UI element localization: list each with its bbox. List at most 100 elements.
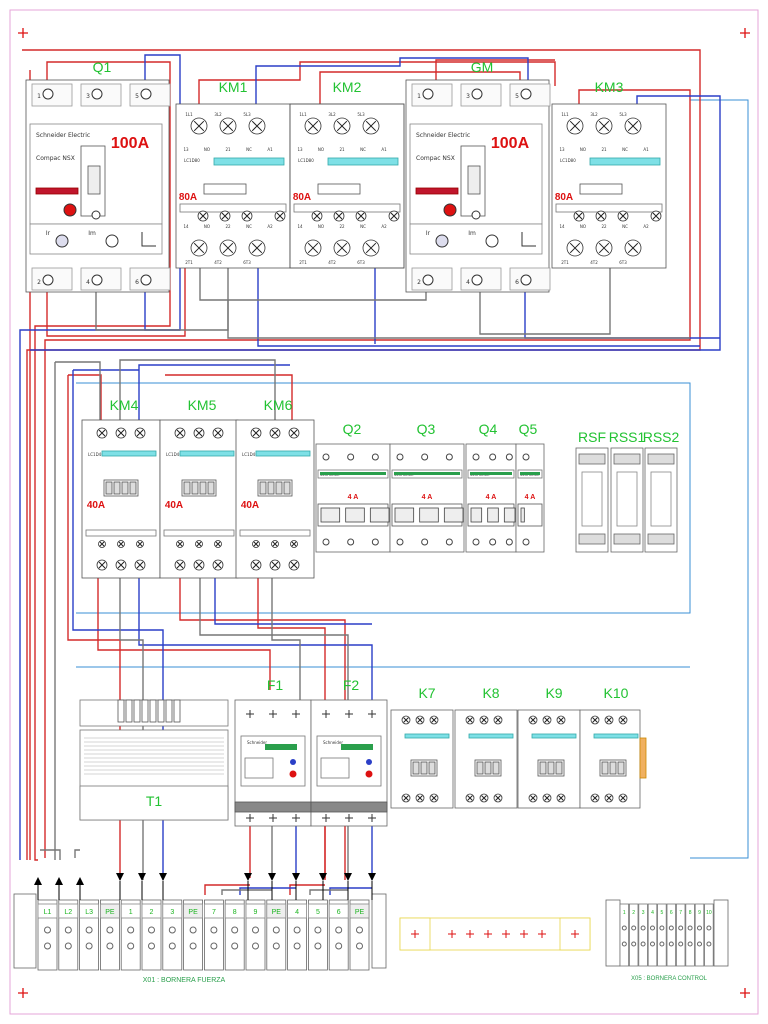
terminal-screw [248,239,266,257]
indicator-strip [468,733,514,739]
terminal-hole [210,942,218,950]
relay-rss1: RSS1 [609,429,645,553]
screw-cross [214,561,222,569]
contactor-label: KM1 [219,79,248,95]
screw-cross [253,541,259,547]
terminal [619,903,630,967]
status-strip [415,187,459,195]
plus-mark [502,930,510,938]
curve-symbol [521,232,536,247]
breaker-label: Q1 [93,59,112,75]
terminal-hole [489,453,497,461]
terminal-hole [678,941,684,947]
im-dial [485,234,499,248]
terminal-hole [650,941,655,947]
indicator-strip [327,157,399,166]
screw-cross [195,429,203,437]
terminal-screw [190,117,208,135]
screw-cross [252,429,260,437]
brand-strip [470,472,512,475]
aux-pin [105,481,113,495]
terminal-number: 1L1 [299,112,307,117]
screw-cross [544,717,550,723]
aux-label: 14 [297,224,303,229]
din-rails [76,99,749,859]
handle [460,145,486,217]
screw-cross [619,212,627,220]
divider-strip [293,203,401,213]
terminal-number: 3L2 [328,112,336,117]
rating-label: 80A [555,192,573,203]
rating-label: 4 A [348,494,359,501]
terminal-screw [415,715,425,725]
terminal-screw [96,559,108,571]
terminal-number: 6 [515,279,519,286]
terminal-screw [176,540,184,548]
screw-cross [403,717,409,723]
terminal-hole [91,88,103,100]
curve-symbol [141,232,156,247]
aux-pin [428,761,436,775]
plus-mark [246,710,254,718]
plus-mark [246,814,254,822]
handle-slot [467,165,481,195]
plus-mark [269,814,277,822]
screw-cross [290,561,298,569]
terminal-screw [566,117,584,135]
aux-label: NC [622,224,628,229]
terminal [694,903,705,967]
test-button [471,210,481,220]
terminal-hole [472,453,480,461]
terminal-hole [293,942,301,950]
terminal-hole [505,538,513,546]
terminal-screw [304,117,322,135]
terminal [685,903,695,967]
mcb-label: Q3 [417,421,436,437]
screw-cross [214,429,222,437]
terminal-number: 6T3 [357,260,365,265]
screw-cross [336,242,348,254]
screw-cross [606,717,612,723]
aux-pin [484,761,492,775]
terminal-hole [44,942,51,950]
screw-cross [117,429,125,437]
terminal-screw [493,793,503,803]
aux-pin [183,481,191,495]
terminal-number: 4 [466,279,470,286]
aux-label: NO [580,147,586,152]
terminal-label: 4 [651,910,654,916]
screw-cross [627,242,639,254]
aux-pin [267,481,275,495]
aux-label: 22 [339,224,345,229]
terminal-screw [573,210,585,222]
rating-label: 4 A [486,494,497,501]
screw-cross [365,242,377,254]
terminal-label: 6 [337,909,341,916]
relay-face [650,471,672,527]
terminal-hole [640,925,646,931]
relay-face [581,471,603,527]
mcb-q3: Q3Schneider4 A [389,421,465,553]
contactor-k8: K8 [454,685,518,809]
contactor-body [579,709,641,809]
terminal-hole [44,926,51,934]
indicator-strip [589,157,661,166]
terminal-label: 5 [316,909,320,916]
indicator-strip [179,450,235,457]
plus-mark [368,710,376,718]
terminal-screw [248,117,266,135]
terminal-label: 3 [642,910,645,916]
terminal-number: 5L3 [619,112,627,117]
rating-label: 4 A [422,494,433,501]
screw-cross [597,212,605,220]
terminal-hole [231,926,239,934]
aux-contacts [317,183,361,195]
transformer-terminal [165,699,173,723]
terminal-screw [465,793,475,803]
mcb-body [515,443,545,553]
arrow-down [268,873,276,881]
terminal-label: 1 [129,909,133,916]
mcb-body [315,443,391,553]
